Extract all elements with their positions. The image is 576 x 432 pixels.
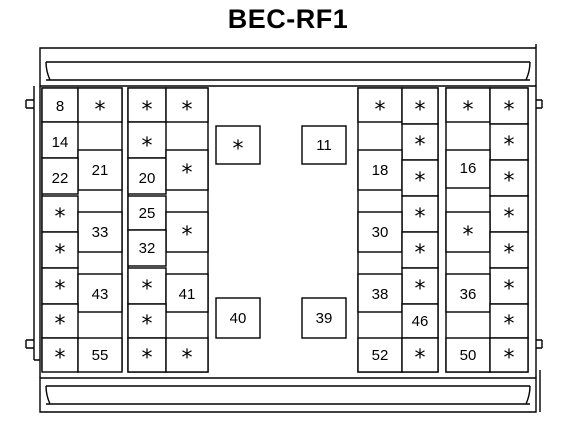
fuse-20-label: 20 (139, 170, 156, 187)
left-group-b (127, 87, 209, 373)
fuse-labels: 8 * 14 21 22 * 33 * * 43 * * 55 * * * 20… (52, 98, 515, 371)
fuse-star-label: * (504, 346, 515, 371)
fuse-star-label: * (375, 98, 386, 123)
fuse-star-label: * (55, 346, 66, 371)
housing-frame (25, 44, 543, 413)
relay-star-label: * (233, 137, 244, 162)
fuse-star-label: * (504, 205, 515, 230)
right-group-b (445, 87, 529, 373)
fuse-52-label: 52 (372, 347, 389, 364)
fuse-star-label: * (182, 161, 193, 186)
fuse-star-label: * (463, 223, 474, 248)
fuse-22-label: 22 (52, 170, 69, 187)
fuse-18-label: 18 (372, 162, 389, 179)
fuse-50-label: 50 (460, 347, 477, 364)
fuse-21-label: 21 (92, 162, 109, 179)
fuse-star-label: * (182, 346, 193, 371)
fuse-25-label: 25 (139, 205, 156, 222)
fuse-star-label: * (415, 169, 426, 194)
fuse-43-label: 43 (92, 286, 109, 303)
fuse-star-label: * (55, 312, 66, 337)
fuse-star-label: * (182, 98, 193, 123)
fuse-star-label: * (504, 133, 515, 158)
fuse-33-label: 33 (92, 224, 109, 241)
fuse-star-label: * (504, 312, 515, 337)
relay-39-label: 39 (316, 310, 333, 327)
fuse-star-label: * (55, 205, 66, 230)
center-relays (215, 125, 347, 339)
fuse-star-label: * (95, 98, 106, 123)
fuse-star-label: * (504, 98, 515, 123)
relay-11-label: 11 (316, 137, 332, 154)
left-group-a (41, 87, 123, 373)
fuse-star-label: * (55, 277, 66, 302)
fuse-38-label: 38 (372, 286, 389, 303)
fuse-star-label: * (415, 205, 426, 230)
fuse-8-label: 8 (56, 98, 64, 115)
fuse-star-label: * (415, 277, 426, 302)
fuse-star-label: * (504, 277, 515, 302)
fuse-star-label: * (415, 241, 426, 266)
fuse-16-label: 16 (460, 160, 477, 177)
fuse-14-label: 14 (52, 134, 69, 151)
fuse-star-label: * (142, 134, 153, 159)
fuse-36-label: 36 (460, 286, 477, 303)
fuse-star-label: * (142, 277, 153, 302)
fuse-star-label: * (142, 312, 153, 337)
fuse-55-label: 55 (92, 347, 109, 364)
fuse-star-label: * (142, 346, 153, 371)
fuse-30-label: 30 (372, 224, 389, 241)
fuse-star-label: * (504, 169, 515, 194)
fuse-41-label: 41 (179, 286, 196, 303)
relay-40-label: 40 (230, 310, 247, 327)
fuse-46-label: 46 (412, 313, 429, 330)
fuse-star-label: * (142, 98, 153, 123)
fuse-star-label: * (415, 98, 426, 123)
fuse-star-label: * (504, 241, 515, 266)
fuse-32-label: 32 (139, 240, 156, 257)
fuse-star-label: * (182, 223, 193, 248)
fuse-star-label: * (55, 241, 66, 266)
diagram-title: BEC-RF1 (227, 4, 349, 34)
fuse-star-label: * (463, 98, 474, 123)
right-group-a (357, 87, 439, 373)
fuse-star-label: * (415, 346, 426, 371)
fuse-star-label: * (415, 133, 426, 158)
